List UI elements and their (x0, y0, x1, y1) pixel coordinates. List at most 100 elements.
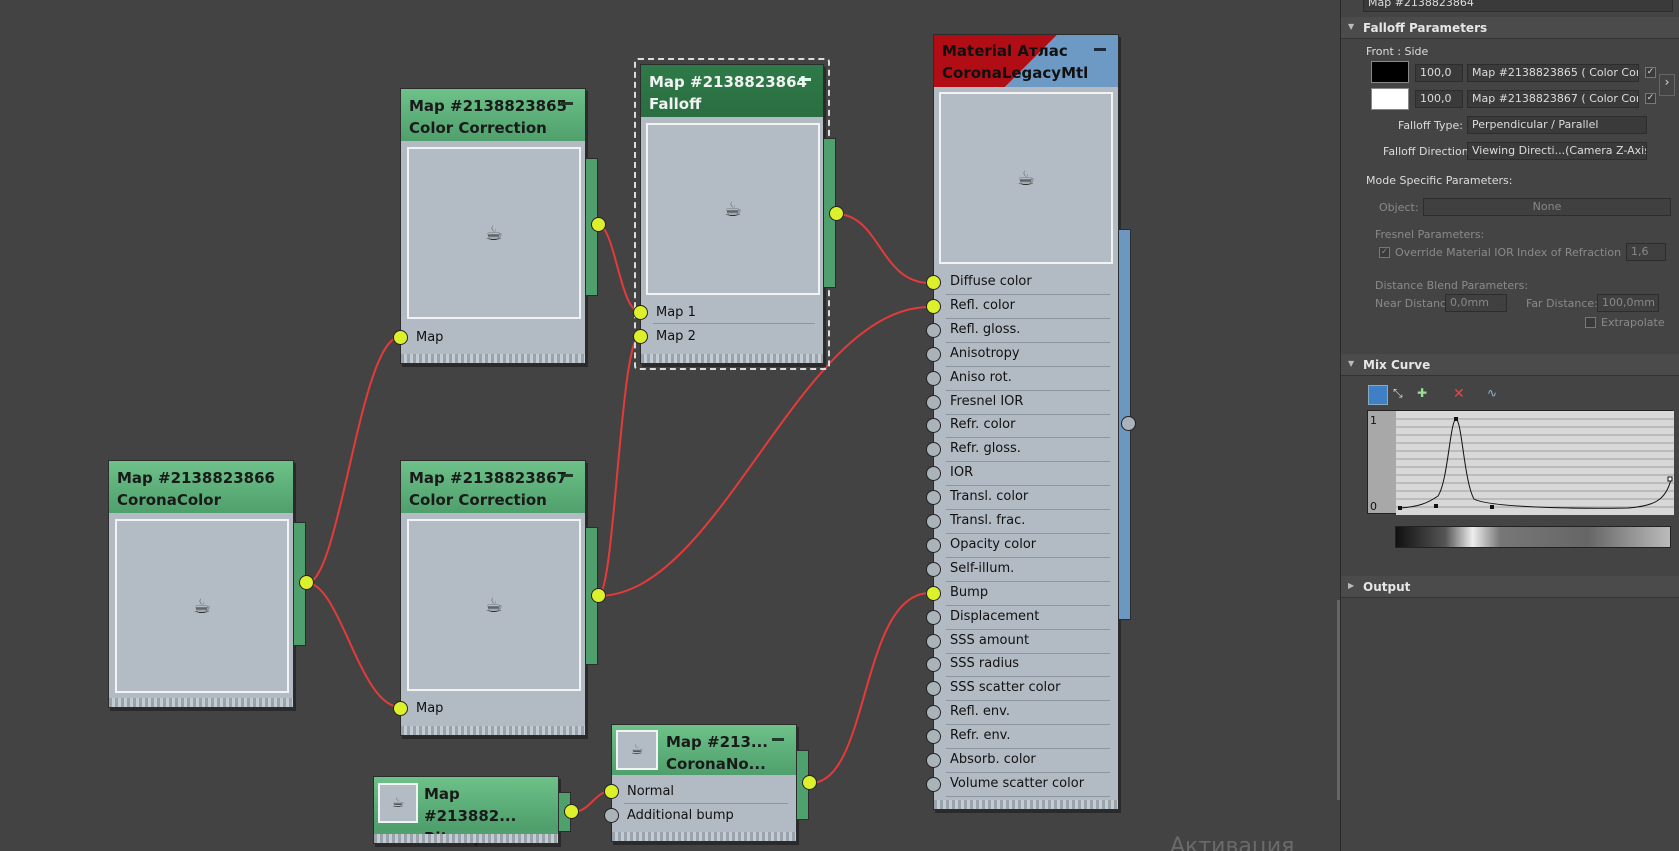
map-name-field[interactable]: Map #2138823864 (1363, 0, 1673, 12)
node-corona-normal[interactable]: Map #213...CoronaNo... ☕ Normal Addition… (604, 724, 797, 842)
output-socket[interactable] (591, 217, 606, 232)
material-output-socket[interactable] (1121, 416, 1136, 431)
material-slot-row[interactable]: Refl. env. (946, 701, 1110, 726)
scale-point-icon[interactable]: ⤡ (1393, 386, 1403, 400)
material-input-socket[interactable] (926, 657, 941, 673)
input-socket-map2[interactable] (633, 329, 648, 344)
minimize-icon[interactable] (561, 474, 573, 477)
material-slot-row[interactable]: Opacity color (946, 534, 1110, 558)
input-socket[interactable] (393, 330, 408, 345)
material-slot-row[interactable]: Bump (946, 582, 1110, 606)
material-input-socket[interactable] (926, 514, 941, 529)
material-slot-row[interactable]: Refr. color (946, 414, 1110, 439)
far-distance-spinner[interactable]: 100,0mm (1597, 294, 1659, 312)
material-input-socket[interactable] (926, 681, 941, 697)
front-side-label: Front : Side (1366, 45, 1429, 58)
material-slot-row[interactable]: Volume scatter color (946, 773, 1110, 797)
move-tool-icon[interactable] (1368, 385, 1388, 405)
material-slot-row[interactable]: Diffuse color (946, 271, 1110, 295)
object-picker[interactable]: None (1423, 198, 1671, 216)
swap-arrow-icon[interactable]: › (1659, 74, 1675, 96)
material-slot-row[interactable]: Refl. gloss. (946, 319, 1110, 343)
output-socket[interactable] (802, 775, 817, 790)
material-slot-row[interactable]: Absorb. color (946, 749, 1110, 773)
material-input-socket[interactable] (926, 442, 941, 458)
side-color-swatch[interactable] (1371, 88, 1409, 110)
front-amount-spinner[interactable]: 100,0 (1415, 64, 1463, 82)
material-input-socket[interactable] (926, 537, 941, 553)
side-map-checkbox[interactable]: ✓ (1645, 93, 1656, 104)
material-slot-row[interactable]: Displacement (946, 606, 1110, 630)
minimize-icon[interactable] (799, 78, 811, 81)
material-input-socket[interactable] (926, 346, 941, 362)
material-slot-row[interactable]: SSS scatter color (946, 677, 1110, 702)
material-input-socket[interactable] (926, 490, 941, 506)
material-slot-row[interactable]: Aniso rot. (946, 367, 1110, 391)
material-slot-row[interactable]: SSS amount (946, 630, 1110, 654)
extrapolate-checkbox[interactable] (1585, 317, 1596, 328)
curve-graph[interactable] (1367, 410, 1674, 515)
input-socket-normal[interactable] (604, 784, 619, 799)
side-map-button[interactable]: Map #2138823867 ( Color Correc (1467, 90, 1639, 108)
material-input-socket[interactable] (926, 585, 941, 601)
side-amount-spinner[interactable]: 100,0 (1415, 90, 1463, 108)
material-slot-row[interactable]: Refl. color (946, 295, 1110, 319)
material-input-socket[interactable] (926, 609, 941, 625)
minimize-icon[interactable] (1094, 48, 1106, 51)
material-slot-row[interactable]: SSS radius (946, 653, 1110, 678)
material-input-socket[interactable] (926, 298, 941, 314)
falloff-type-dropdown[interactable]: Perpendicular / Parallel (1467, 116, 1647, 134)
material-input-socket[interactable] (926, 394, 941, 410)
near-distance-spinner[interactable]: 0,0mm (1445, 294, 1507, 312)
material-slot-row[interactable]: Refr. gloss. (946, 438, 1110, 463)
material-input-socket[interactable] (926, 633, 941, 649)
input-socket-additional-bump[interactable] (604, 808, 619, 823)
material-input-socket[interactable] (926, 776, 941, 792)
override-ior-checkbox[interactable]: ✓ (1379, 247, 1390, 258)
material-input-socket[interactable] (926, 705, 941, 721)
material-input-socket[interactable] (926, 418, 941, 434)
front-map-checkbox[interactable]: ✓ (1645, 67, 1656, 78)
minimize-icon[interactable] (772, 738, 784, 741)
material-input-socket[interactable] (926, 729, 941, 745)
front-color-swatch[interactable] (1371, 61, 1409, 83)
material-input-socket[interactable] (926, 322, 941, 338)
material-slot-row[interactable]: Transl. frac. (946, 510, 1110, 534)
falloff-direction-dropdown[interactable]: Viewing Directi...(Camera Z-Axis) (1467, 142, 1647, 160)
material-input-socket[interactable] (926, 275, 941, 290)
falloff-parameters-rollout[interactable]: Falloff Parameters (1341, 17, 1679, 39)
output-socket[interactable] (564, 804, 579, 819)
input-socket-map1[interactable] (633, 305, 648, 320)
mix-curve-rollout[interactable]: Mix Curve (1341, 354, 1679, 376)
material-slot-row[interactable]: Anisotropy (946, 343, 1110, 367)
material-input-socket[interactable] (926, 370, 941, 386)
node-bitmap[interactable]: Map #213882...Bitmap ☕ (373, 776, 559, 847)
material-slot-row[interactable]: Self-illum. (946, 558, 1110, 582)
input-socket[interactable] (393, 701, 408, 716)
output-socket[interactable] (299, 575, 314, 590)
minimize-icon[interactable] (561, 102, 573, 105)
material-input-socket[interactable] (926, 561, 941, 577)
add-point-icon[interactable]: ✚ (1417, 386, 1428, 400)
ior-spinner[interactable]: 1,6 (1626, 243, 1666, 261)
output-rollout[interactable]: Output (1341, 576, 1679, 598)
output-socket[interactable] (591, 588, 606, 603)
reset-curve-icon[interactable]: ∿ (1487, 386, 1498, 400)
delete-point-icon[interactable]: ✕ (1453, 386, 1465, 402)
material-slot-row[interactable]: Fresnel IOR (946, 391, 1110, 415)
material-input-socket[interactable] (926, 466, 941, 482)
falloff-type-label: Falloff Type: (1398, 119, 1463, 132)
wire-normal-to-bump (810, 592, 931, 784)
material-input-socket[interactable] (926, 753, 941, 768)
front-map-button[interactable]: Map #2138823865 ( Color Correc (1467, 64, 1639, 82)
material-slot-row[interactable]: IOR (946, 462, 1110, 487)
material-slot-row[interactable]: Refr. env. (946, 725, 1110, 750)
output-socket[interactable] (829, 206, 844, 221)
material-slot-row[interactable]: Transl. color (946, 486, 1110, 511)
